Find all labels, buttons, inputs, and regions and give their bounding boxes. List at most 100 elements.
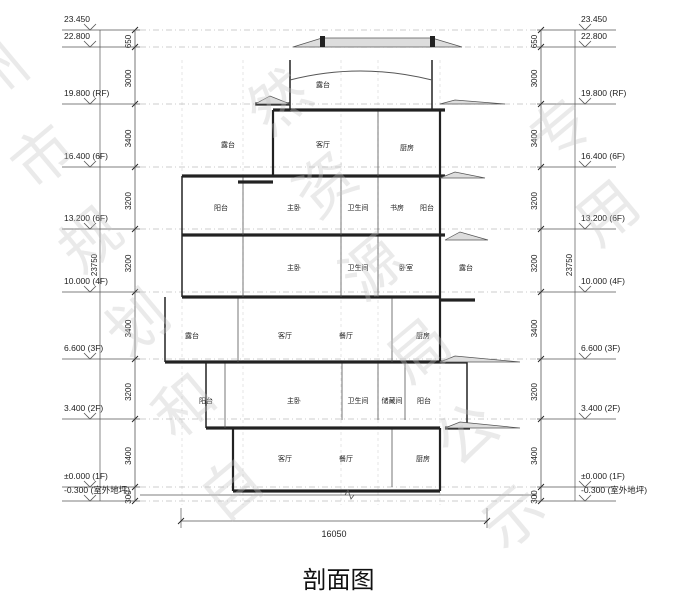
eave-canopy: [254, 95, 291, 105]
elevation-label: 13.200 (6F): [581, 213, 625, 223]
elevation-symbol: [578, 285, 592, 293]
elevation-label: 6.600 (3F): [581, 343, 620, 353]
room-label: 阳台: [417, 396, 431, 405]
dimension-tick: [177, 517, 185, 525]
elevation-symbol: [83, 97, 97, 105]
storey-dimension-label: 3200: [124, 254, 133, 272]
total-height-label: 23750: [90, 253, 99, 276]
room-label: 卫生间: [348, 396, 369, 405]
room-label: 书房: [390, 203, 404, 212]
ground-slab: [233, 489, 440, 493]
storey-dimension-label: 3200: [124, 383, 133, 401]
elevation-label: -0.300 (室外地坪): [581, 485, 647, 495]
storey-dimension-label: 3400: [124, 319, 133, 337]
parapet-post: [430, 36, 435, 47]
room-label: 厨房: [416, 331, 430, 340]
room-label: 客厅: [278, 331, 292, 340]
elevation-label: 13.200 (6F): [64, 213, 108, 223]
room-label: 厨房: [416, 454, 430, 463]
elevation-symbol: [83, 412, 97, 420]
total-height-label: 23750: [565, 253, 574, 276]
floor-slab: [182, 233, 445, 237]
eave-canopy: [444, 231, 489, 241]
storey-dimension-label: 650: [530, 34, 539, 48]
floor-slab: [238, 180, 273, 184]
break-symbol: [344, 489, 355, 500]
elevation-label: 3.400 (2F): [64, 403, 103, 413]
storey-dimension-label: 3200: [530, 383, 539, 401]
storey-dimension-label: 3400: [124, 447, 133, 465]
elevation-symbol: [578, 40, 592, 48]
roof-parapet: [292, 37, 463, 48]
room-label: 厨房: [400, 143, 414, 152]
dimension-tick: [483, 517, 491, 525]
storey-dimension-label: 3200: [530, 192, 539, 210]
floor-slab: [273, 108, 445, 112]
storey-dimension-label: 650: [124, 34, 133, 48]
room-label: 阳台: [420, 203, 434, 212]
elevation-symbol: [578, 480, 592, 488]
watermark-glyph: 源: [328, 223, 417, 313]
room-label: 主卧: [287, 263, 301, 272]
elevation-label: 22.800: [64, 31, 90, 41]
room-label: 卫生间: [348, 203, 369, 212]
watermark-glyph: 局: [375, 306, 464, 396]
elevation-symbol: [83, 285, 97, 293]
elevation-label: 6.600 (3F): [64, 343, 103, 353]
elevation-label: 10.000 (4F): [581, 276, 625, 286]
storey-dimension-label: 3400: [124, 129, 133, 147]
floor-slab: [182, 174, 273, 178]
room-label: 主卧: [287, 396, 301, 405]
elevation-symbol: [578, 412, 592, 420]
elevation-symbol: [83, 23, 97, 31]
floor-slab: [182, 295, 440, 299]
elevation-label: 19.800 (RF): [64, 88, 110, 98]
elevation-label: 16.400 (6F): [581, 151, 625, 161]
elevation-label: 19.800 (RF): [581, 88, 627, 98]
elevation-symbol: [578, 23, 592, 31]
eave-canopy: [439, 99, 506, 105]
overall-width-label: 16050: [321, 529, 346, 539]
elevation-symbol: [83, 352, 97, 360]
room-label: 阳台: [214, 203, 228, 212]
watermark-glyph: 示: [469, 472, 558, 562]
watermark-glyph: 资: [281, 140, 370, 230]
room-label: 卫生间: [348, 263, 369, 272]
watermark-glyph: 然: [234, 57, 323, 147]
roof-curve: [289, 70, 433, 81]
room-label: 储藏间: [382, 396, 403, 405]
elevation-label: ±0.000 (1F): [64, 471, 108, 481]
watermark-glyph: 州: [0, 29, 41, 119]
room-label: 主卧: [287, 203, 301, 212]
elevation-label: 23.450: [64, 14, 90, 24]
room-label: 露台: [221, 140, 235, 149]
drawing-title: 剖面图: [302, 566, 375, 594]
elevation-label: ±0.000 (1F): [581, 471, 625, 481]
eave-canopy: [444, 421, 521, 429]
elevation-label: -0.300 (室外地坪): [64, 485, 130, 495]
storey-dimension-label: 3200: [124, 192, 133, 210]
storey-dimension-label: 300: [124, 490, 133, 504]
storey-dimension-label: 3000: [124, 69, 133, 87]
room-label: 卧室: [399, 263, 413, 272]
floor-slab: [440, 298, 475, 302]
eave-canopy: [439, 355, 521, 363]
elevation-label: 22.800: [581, 31, 607, 41]
room-label: 餐厅: [339, 454, 353, 463]
room-label: 露台: [185, 331, 199, 340]
storey-dimension-label: 300: [530, 490, 539, 504]
room-label: 客厅: [316, 140, 330, 149]
room-label: 露台: [316, 80, 330, 89]
elevation-label: 23.450: [581, 14, 607, 24]
watermark-glyph: 专: [516, 85, 605, 175]
elevation-symbol: [83, 40, 97, 48]
parapet-post: [320, 36, 325, 47]
elevation-label: 16.400 (6F): [64, 151, 108, 161]
elevation-symbol: [83, 222, 97, 230]
room-label: 客厅: [278, 454, 292, 463]
watermark-glyph: 用: [563, 168, 652, 258]
room-label: 露台: [459, 263, 473, 272]
room-label: 餐厅: [339, 331, 353, 340]
floor-slab: [206, 426, 440, 430]
